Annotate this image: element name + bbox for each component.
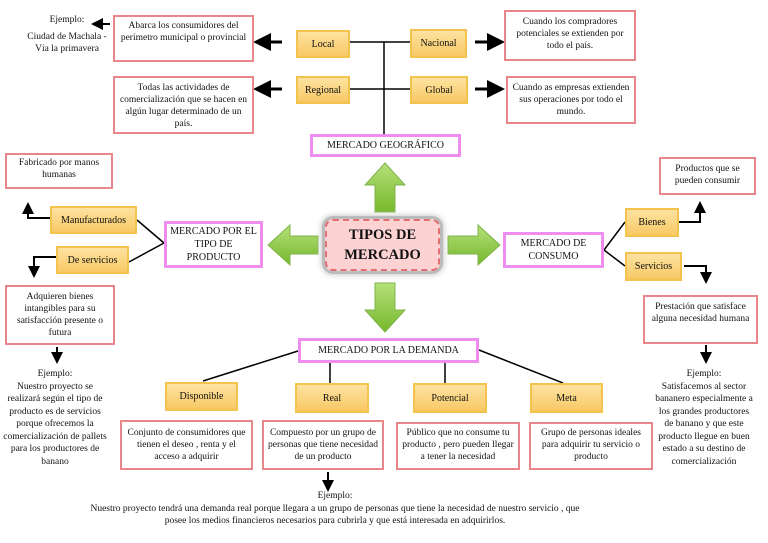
- category-real: Real: [295, 383, 369, 413]
- category-de-servicios: De servicios: [56, 246, 129, 274]
- example-text: Satisfacemos al sector bananero especial…: [655, 381, 753, 467]
- arrow-up-icon: [363, 162, 407, 213]
- hub-mercado-tipo-producto: MERCADO POR EL TIPO DE PRODUCTO: [164, 221, 263, 268]
- hub-mercado-geografico: MERCADO GEOGRÁFICO: [310, 134, 461, 157]
- desc-servicios: Prestación que satisface alguna necesida…: [643, 295, 758, 344]
- example-text: Nuestro proyecto se realizará según el t…: [3, 381, 107, 467]
- center-node: TIPOS DE MERCADO: [325, 219, 440, 271]
- example-geografico: Ejemplo: Ciudad de Machala - Vía la prim…: [22, 14, 112, 56]
- category-regional: Regional: [296, 76, 350, 104]
- category-global: Global: [410, 76, 468, 104]
- example-label: Ejemplo:: [317, 491, 353, 501]
- example-producto: Ejemplo: Nuestro proyecto se realizará s…: [3, 368, 107, 468]
- desc-bienes: Productos que se pueden consumir: [659, 157, 756, 195]
- desc-manufacturados: Fabricado por manos humanas: [5, 153, 113, 189]
- category-manufacturados: Manufacturados: [50, 206, 137, 234]
- category-bienes: Bienes: [625, 208, 679, 237]
- example-consumo: Ejemplo: Satisfacemos al sector bananero…: [655, 368, 753, 468]
- category-potencial: Potencial: [413, 383, 487, 413]
- example-text: Nuestro proyecto tendrá una demanda real…: [90, 503, 580, 527]
- example-demanda: Ejemplo: Nuestro proyecto tendrá una dem…: [90, 490, 580, 528]
- desc-meta: Grupo de personas ideales para adquirir …: [529, 422, 653, 470]
- desc-global: Cuando as empresas extienden sus operaci…: [506, 76, 636, 124]
- hub-mercado-demanda: MERCADO POR LA DEMANDA: [298, 338, 479, 363]
- example-label: Ejemplo:: [49, 15, 85, 25]
- hub-mercado-consumo: MERCADO DE CONSUMO: [503, 232, 604, 268]
- example-label: Ejemplo:: [686, 369, 722, 379]
- desc-nacional: Cuando los compradores potenciales se ex…: [504, 10, 636, 61]
- category-disponible: Disponible: [165, 382, 238, 411]
- category-servicios: Servicios: [625, 252, 682, 281]
- arrow-right-icon: [447, 223, 501, 267]
- desc-de-servicios: Adquieren bienes intangibles para su sat…: [5, 285, 115, 345]
- desc-disponible: Conjunto de consumidores que tienen el d…: [120, 420, 253, 470]
- desc-real: Compuesto por un grupo de personas que t…: [262, 420, 384, 470]
- category-meta: Meta: [530, 383, 603, 413]
- category-nacional: Nacional: [410, 29, 467, 58]
- example-text: Ciudad de Machala - Vía la primavera: [27, 31, 107, 55]
- category-local: Local: [296, 30, 350, 58]
- arrow-down-icon: [363, 282, 407, 333]
- arrow-left-icon: [267, 223, 319, 267]
- desc-potencial: Público que no consume tu producto , per…: [396, 422, 520, 470]
- desc-local: Abarca los consumidores del perímetro mu…: [113, 15, 254, 62]
- desc-regional: Todas las actividades de comercializació…: [113, 76, 254, 134]
- example-label: Ejemplo:: [37, 369, 73, 379]
